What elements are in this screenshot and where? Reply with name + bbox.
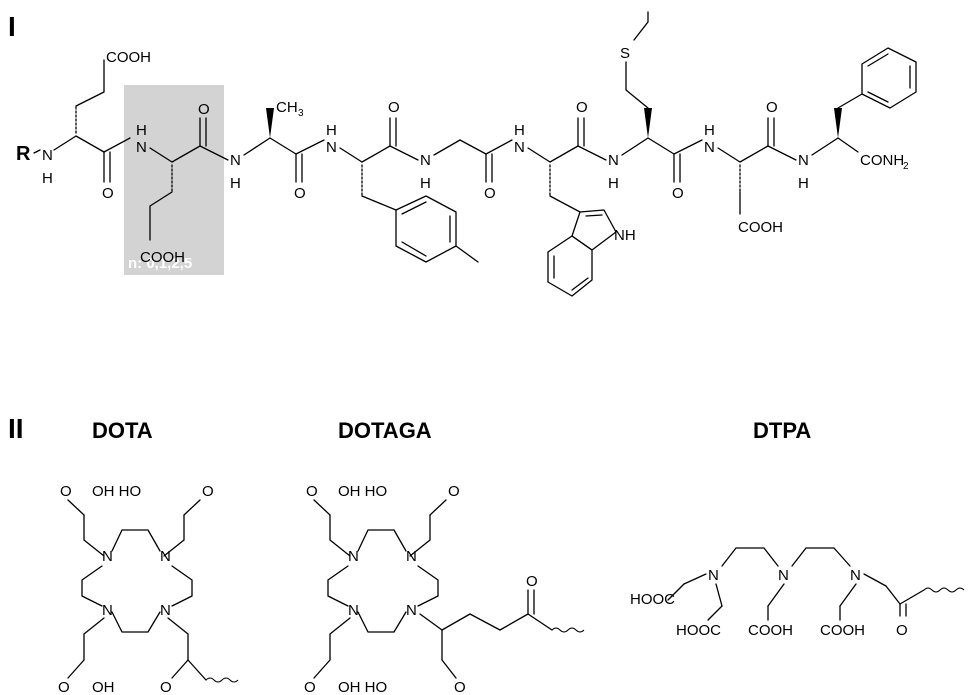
atom-h-2: H bbox=[136, 122, 147, 139]
atom-conh2: CONH bbox=[860, 152, 904, 169]
dota-n-1: N bbox=[102, 548, 113, 565]
atom-h-7: H bbox=[608, 175, 619, 192]
chelator-title-dtpa: DTPA bbox=[753, 418, 811, 443]
dotaga-oh-ho-bottom: OH HO bbox=[338, 679, 387, 695]
atom-n-5: N bbox=[420, 152, 431, 169]
atom-n-4: N bbox=[326, 139, 337, 156]
dota-oh-bl: OH bbox=[92, 679, 115, 695]
atom-o-3: O bbox=[294, 185, 306, 202]
dota-structure: O OH HO O N N N N O OH O bbox=[58, 483, 239, 695]
atom-o-2: O bbox=[198, 101, 210, 118]
dtpa-n-2: N bbox=[778, 567, 789, 584]
dtpa-structure: N N N HOOC HOOC COOH COOH O bbox=[630, 547, 965, 639]
atom-n-9: N bbox=[798, 152, 809, 169]
panel-i-label: I bbox=[8, 11, 16, 42]
atom-n-8: N bbox=[704, 139, 715, 156]
dtpa-hooc-2: HOOC bbox=[676, 622, 721, 639]
atom-h-5: H bbox=[420, 175, 431, 192]
atom-nh-indole: NH bbox=[614, 227, 636, 244]
atom-n-3: N bbox=[230, 152, 241, 169]
dota-n-2: N bbox=[160, 548, 171, 565]
atom-h-3: H bbox=[230, 175, 241, 192]
dotaga-n-2: N bbox=[406, 548, 417, 565]
dotaga-n-4: N bbox=[406, 602, 417, 619]
dotaga-oh-ho-top: OH HO bbox=[338, 483, 387, 500]
atom-cooh-glu1: COOH bbox=[106, 49, 151, 66]
atom-conh2-sub: 2 bbox=[903, 161, 909, 172]
dtpa-hooc-1: HOOC bbox=[630, 591, 675, 608]
dotaga-o-bl: O bbox=[304, 679, 316, 695]
dtpa-o: O bbox=[896, 622, 908, 639]
atom-o-1: O bbox=[102, 185, 114, 202]
atom-o-7: O bbox=[672, 185, 684, 202]
atom-o-5: O bbox=[484, 185, 496, 202]
chelator-title-dotaga: DOTAGA bbox=[338, 418, 432, 443]
atom-h-6: H bbox=[514, 122, 525, 139]
atom-cooh-asp: COOH bbox=[738, 219, 783, 236]
atom-o-8: O bbox=[766, 99, 778, 116]
peptide-backbone: R N H COOH O H N COOH O N H CH bbox=[16, 11, 917, 297]
dota-o-tr: O bbox=[202, 483, 214, 500]
dotaga-o-br: O bbox=[454, 679, 466, 695]
atom-n-1: N bbox=[42, 147, 53, 164]
dota-o-bl: O bbox=[58, 679, 70, 695]
dotaga-o-tr: O bbox=[448, 483, 460, 500]
atom-h-9: H bbox=[798, 175, 809, 192]
dotaga-structure: O OH HO O N N N N O O OH HO O bbox=[304, 483, 585, 695]
dotaga-n-3: N bbox=[348, 602, 359, 619]
dotaga-n-1: N bbox=[348, 548, 359, 565]
atom-ch3-sub: 3 bbox=[298, 108, 304, 119]
chelator-title-dota: DOTA bbox=[92, 418, 153, 443]
atom-o-4: O bbox=[388, 99, 400, 116]
dota-oh-ho-top: OH HO bbox=[92, 483, 141, 500]
atom-h-8: H bbox=[704, 122, 715, 139]
dota-n-3: N bbox=[102, 602, 113, 619]
dota-n-4: N bbox=[160, 602, 171, 619]
atom-n-2: N bbox=[136, 139, 147, 156]
dtpa-n-1: N bbox=[708, 567, 719, 584]
repeat-unit-highlight bbox=[124, 85, 224, 275]
atom-h-1: H bbox=[42, 170, 53, 187]
dtpa-cooh-2: COOH bbox=[820, 622, 865, 639]
dota-o-tl: O bbox=[60, 483, 72, 500]
repeat-unit-note: n: 0,1,2,5 bbox=[128, 255, 192, 272]
atom-o-6: O bbox=[576, 99, 588, 116]
atom-n-7: N bbox=[608, 152, 619, 169]
atom-s: S bbox=[620, 45, 630, 62]
atom-h-4: H bbox=[326, 122, 337, 139]
r-group-label: R bbox=[16, 143, 31, 165]
dtpa-n-3: N bbox=[850, 567, 861, 584]
atom-cooh-glu2: COOH bbox=[140, 249, 185, 266]
atom-n-6: N bbox=[514, 139, 525, 156]
panel-ii-label: II bbox=[8, 413, 24, 444]
dotaga-o-arm: O bbox=[526, 573, 538, 590]
dotaga-o-tl: O bbox=[306, 483, 318, 500]
dtpa-cooh-1: COOH bbox=[748, 622, 793, 639]
dota-o-br: O bbox=[160, 679, 172, 695]
atom-ch3: CH bbox=[276, 99, 298, 116]
